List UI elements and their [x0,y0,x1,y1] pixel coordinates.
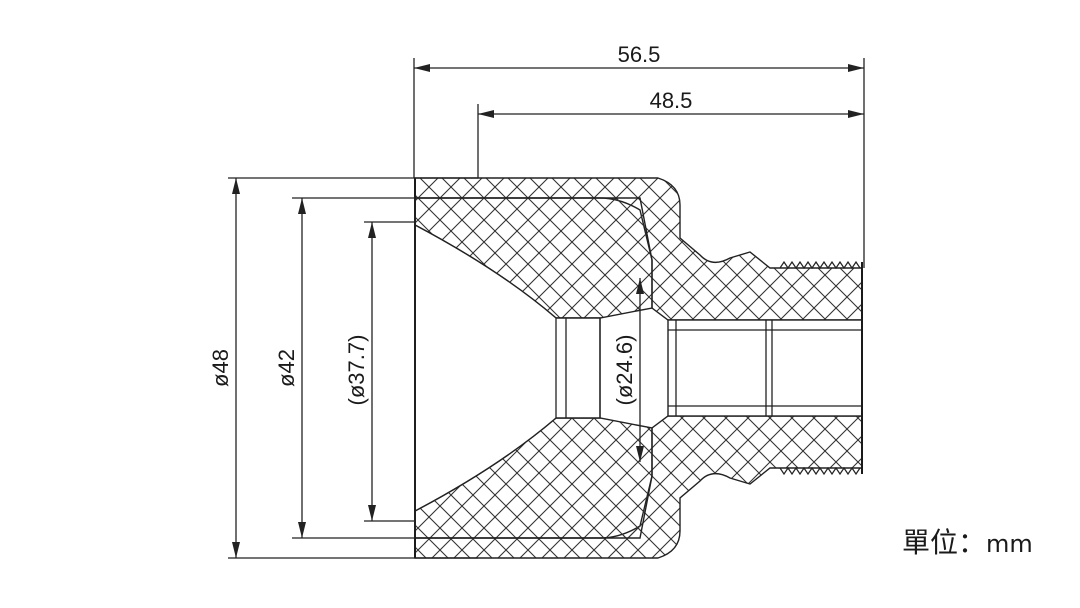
arrow-overall-right [848,64,864,72]
arrow-d42-bottom [298,522,306,538]
label-inner-diameter: ø42 [274,349,299,387]
arrow-d48-top [232,178,240,194]
unit-note-label: 單位： [902,526,986,559]
arrow-body-right [848,110,864,118]
arrow-d377-top [368,222,376,238]
arrow-overall-left [414,64,430,72]
arrow-d246-bottom [636,446,644,462]
label-overall-length: 56.5 [618,42,661,67]
arrow-d42-top [298,198,306,214]
label-body-length: 48.5 [650,88,693,113]
arrow-d246-top [636,278,644,294]
label-cone-diameter: (ø37.7) [344,335,369,406]
thread-teeth-top [779,260,861,270]
spigot-bore [667,319,863,417]
arrow-body-left [478,110,494,118]
unit-note: 單位：mm [902,526,1033,559]
dimension-lines [228,58,865,559]
unit-note-unit: mm [986,530,1033,558]
label-throat-diameter: (ø24.6) [612,335,637,406]
arrow-d377-bottom [368,505,376,521]
thread-teeth-bottom [779,466,861,476]
arrow-d48-bottom [232,542,240,558]
part-section [414,177,863,559]
label-outer-diameter: ø48 [208,349,233,387]
